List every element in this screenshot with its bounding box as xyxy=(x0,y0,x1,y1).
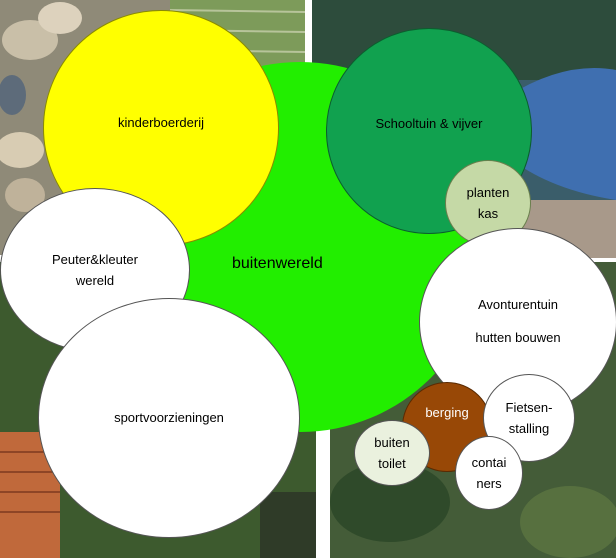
bubble-label: Avonturentuin hutten bouwen xyxy=(475,296,561,346)
bubble-buitentoilet: buiten toilet xyxy=(354,420,430,486)
bubble-label: berging xyxy=(425,405,469,421)
bubble-label: contai ners xyxy=(471,454,507,491)
bubble-label: Peuter&kleuter wereld xyxy=(52,251,138,288)
bubble-label: buiten toilet xyxy=(374,434,410,471)
bubble-label: kinderboerderij xyxy=(118,115,204,131)
bubble-label: sportvoorzieningen xyxy=(114,410,224,426)
bubble-sport: sportvoorzieningen xyxy=(38,298,300,538)
bubble-label: planten kas xyxy=(466,184,510,221)
bubble-label: Schooltuin & vijver xyxy=(375,116,483,132)
bubble-containers: contai ners xyxy=(455,436,523,510)
bubble-fietsenstalling: Fietsen- stalling xyxy=(483,374,575,462)
bubble-label: Fietsen- stalling xyxy=(505,399,553,436)
center-label: buitenwereld xyxy=(232,255,323,272)
